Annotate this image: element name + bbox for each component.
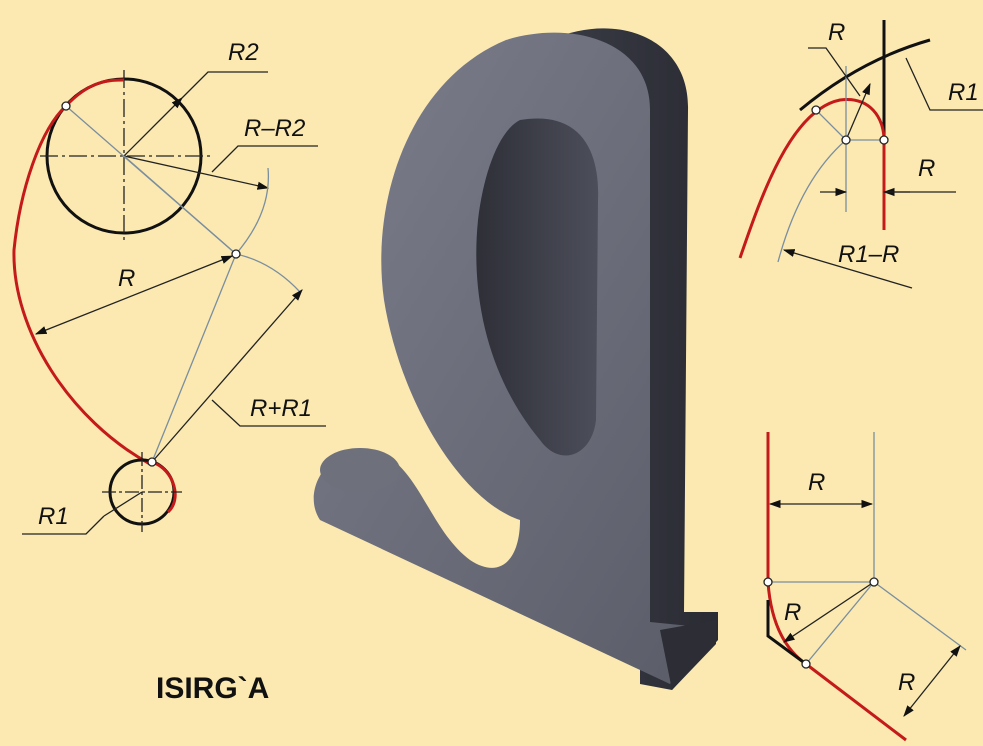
- r2-leader: [123, 97, 183, 157]
- label-br-r-top: R: [808, 469, 825, 496]
- caption-isirga: ISIRG`A: [156, 672, 269, 705]
- hook-base-side: [660, 620, 716, 690]
- br-point-3: [801, 659, 811, 669]
- bottom-right-detail: R R R: [763, 432, 967, 742]
- br-point-1: [763, 577, 773, 587]
- r-r2-leader: [123, 155, 270, 190]
- br-helper-diagonal: [805, 581, 875, 665]
- r2-shelf: [181, 71, 268, 99]
- r-r2-arc: [235, 167, 270, 255]
- tr-point-2: [841, 135, 851, 145]
- br-helper-ext: [873, 581, 967, 651]
- left-construction: R2 R–R2 R R+R1 R1: [12, 39, 326, 535]
- tr-r-radius: [845, 82, 871, 141]
- br-r-diagonal-dim: [783, 581, 875, 643]
- tr-r1-leader: [905, 57, 983, 111]
- r-plus-arc: [235, 253, 301, 293]
- red-outline-top: [64, 78, 125, 108]
- tr-red-arc: [738, 98, 886, 259]
- label-r-minus-r2: R–R2: [244, 115, 305, 142]
- tangent-point-top: [61, 101, 71, 111]
- br-point-2: [869, 577, 879, 587]
- tr-helper-arc: [777, 139, 847, 263]
- tr-r-leader: [808, 47, 861, 97]
- r-plus-r1-leader: [151, 289, 303, 463]
- red-outline-left: [12, 104, 151, 466]
- tr-link-1: [815, 109, 847, 141]
- tr-r1-r-dim: [782, 249, 913, 289]
- label-tr-r1: R1: [948, 79, 979, 106]
- tr-arc-r1: [799, 38, 931, 112]
- tangent-point-bottom: [147, 457, 157, 467]
- hook-tip-cap: [320, 448, 400, 492]
- br-r-side-dim: [903, 645, 961, 717]
- hook-inner-hole: [476, 118, 599, 456]
- label-br-r-side: R: [898, 669, 915, 696]
- label-tr-r: R: [828, 19, 845, 46]
- label-r-plus-r1: R+R1: [250, 395, 312, 422]
- small-to-point: [151, 253, 237, 463]
- r-plus-r1-shelf: [211, 399, 326, 427]
- label-tr-r-inner: R: [918, 155, 935, 182]
- tr-point-1: [811, 105, 821, 115]
- label-r: R: [118, 265, 135, 292]
- label-br-r-diag: R: [784, 599, 801, 626]
- top-right-detail: R R1 R R1–R: [738, 19, 983, 289]
- r-dimension: [34, 255, 234, 335]
- label-r2: R2: [228, 39, 259, 66]
- label-tr-r1-minus-r: R1–R: [838, 241, 899, 268]
- tangent-link: [65, 105, 237, 255]
- red-small-arc: [151, 460, 177, 514]
- r1-leader: [103, 491, 143, 517]
- tr-point-3: [879, 135, 889, 145]
- center-point-r: [231, 249, 241, 259]
- label-r1: R1: [38, 503, 69, 530]
- hook-3d-model: [313, 28, 718, 691]
- br-corner: [766, 600, 807, 666]
- br-red-slope: [805, 662, 907, 742]
- r1-shelf: [22, 515, 105, 535]
- r-r2-shelf: [211, 145, 318, 173]
